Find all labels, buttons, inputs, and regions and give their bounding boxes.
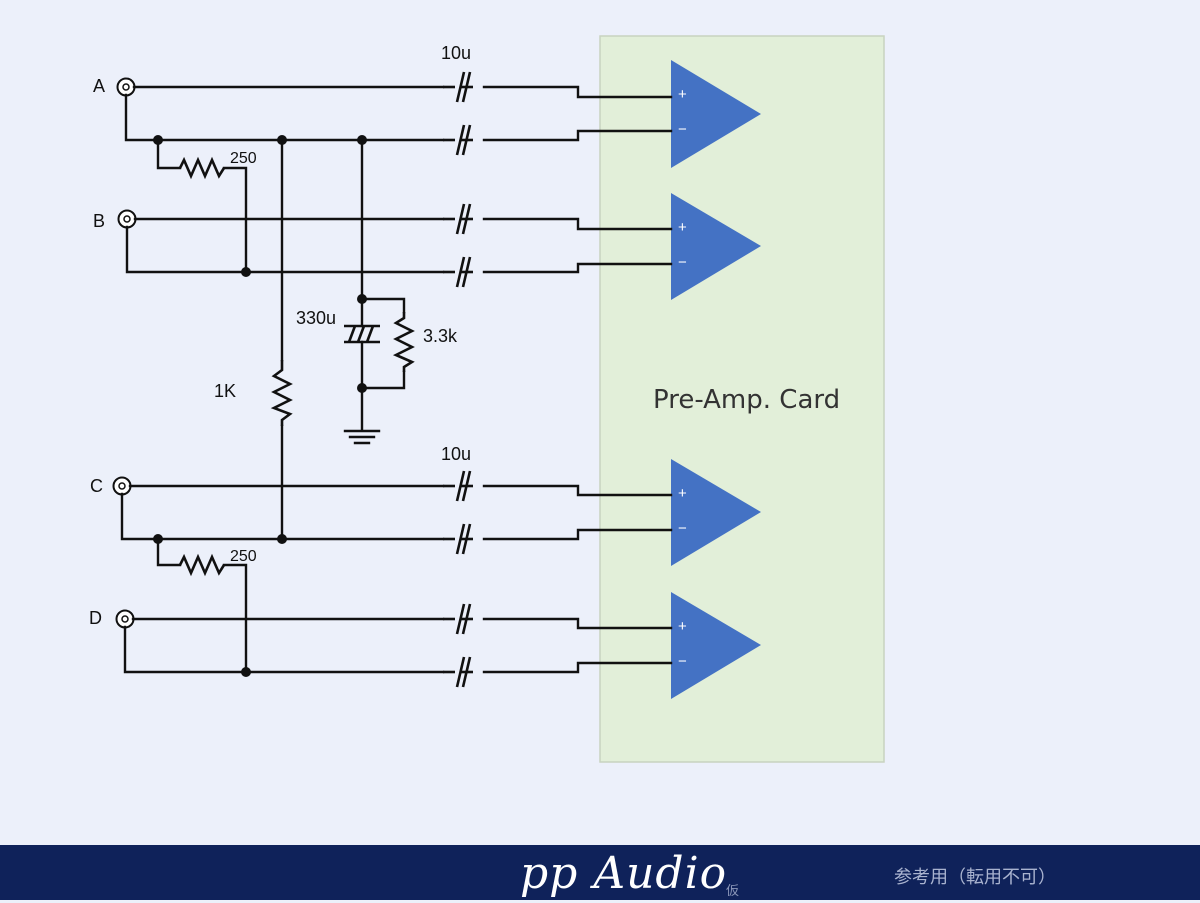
svg-text:+: +: [678, 219, 687, 236]
svg-text:−: −: [678, 254, 687, 271]
svg-text:+: +: [678, 86, 687, 103]
label-input-b: B: [93, 211, 105, 231]
label-res-250-ab: 250: [230, 150, 257, 167]
label-input-d: D: [89, 608, 102, 628]
footer-bar: pp Audio 仮 参考用（転用不可）: [0, 845, 1200, 900]
op-amp-1: + −: [671, 60, 761, 168]
resistor-1k: [270, 360, 293, 426]
capacitor-330u: [344, 324, 380, 344]
op-amp-2: + −: [671, 193, 761, 300]
reference-notice: 参考用（転用不可）: [894, 867, 1056, 888]
op-amp-3: + −: [671, 459, 761, 566]
input-connector-d: [115, 609, 135, 629]
resistor-250-cd: [178, 553, 226, 577]
input-connector-c: [112, 476, 132, 496]
svg-text:+: +: [678, 618, 687, 635]
wires-group-cd: [120, 484, 673, 674]
label-cap-10u-top: 10u: [441, 43, 471, 63]
input-connector-a: [116, 77, 136, 97]
svg-text:−: −: [678, 653, 687, 670]
circuit-schematic: Pre-Amp. Card + − + − + − + − A B C D: [89, 35, 885, 763]
label-res-1k: 1K: [214, 381, 236, 401]
svg-text:+: +: [678, 485, 687, 502]
brand-logo-text: pp Audio: [520, 848, 728, 899]
label-input-a: A: [93, 76, 105, 96]
brand-subtext: 仮: [726, 884, 740, 899]
pre-amp-card-title: Pre-Amp. Card: [653, 385, 840, 415]
label-res-3-3k: 3.3k: [423, 326, 458, 346]
op-amp-4: + −: [671, 592, 761, 699]
ground-icon: [343, 429, 381, 445]
svg-text:−: −: [678, 520, 687, 537]
label-cap-10u-mid: 10u: [441, 444, 471, 464]
label-cap-330u: 330u: [296, 308, 336, 328]
resistor-3-3k: [392, 312, 415, 372]
resistor-250-ab: [178, 156, 226, 180]
svg-text:−: −: [678, 121, 687, 138]
coupling-capacitors: [443, 71, 473, 688]
wires-group-ab: [124, 85, 673, 541]
label-res-250-cd: 250: [230, 548, 257, 565]
input-connector-b: [117, 209, 137, 229]
label-input-c: C: [90, 476, 103, 496]
junction-dots: [153, 135, 367, 677]
